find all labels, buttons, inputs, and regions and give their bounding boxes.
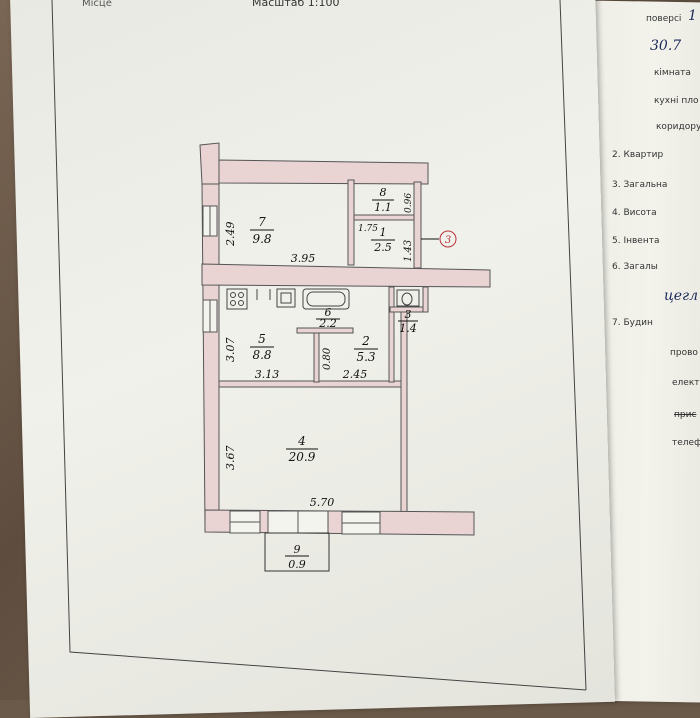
dim-313: 3.13 [255, 368, 280, 381]
room-4-area: 20.9 [288, 450, 316, 464]
wall-right-2 [388, 286, 395, 383]
right-hand-floor: 1 [688, 8, 697, 24]
right-text-provo: прово [670, 348, 698, 358]
bathtub-fixture [302, 288, 350, 310]
room-1-number: 1 [380, 226, 387, 239]
frame-border [51, 0, 587, 691]
right-text-prys: прис [674, 410, 697, 420]
wall-left-upper [199, 142, 220, 185]
stove-fixture [226, 288, 248, 310]
right-hand-area: 30.7 [650, 38, 682, 54]
wall-8-right [413, 181, 422, 269]
dim-367: 3.67 [224, 446, 237, 471]
right-item-4: 4. Висота [612, 208, 657, 218]
wall-under-6 [296, 327, 354, 334]
walls [199, 142, 491, 536]
frame-right-border [559, 0, 587, 691]
dim-175: 1.75 [358, 224, 378, 234]
room-1-area: 2.5 [373, 241, 392, 254]
room-7-number: 7 [258, 215, 266, 229]
right-text-kuhni: кухні пло [654, 96, 699, 106]
room-8-area: 1.1 [374, 201, 392, 214]
balcony-room-9 [264, 532, 330, 572]
wall-right-4 [400, 309, 408, 516]
right-item-7: 7. Будин [612, 318, 653, 328]
circled-mark [439, 230, 457, 248]
right-item-6: 6. Загалы [612, 262, 658, 272]
wall-middle-horizontal [201, 263, 491, 288]
right-text-tele: телеф [672, 438, 700, 448]
dim-245: 2.45 [342, 368, 368, 381]
room-8-number: 8 [380, 186, 387, 199]
right-item-3: 3. Загальна [612, 180, 668, 190]
right-text-poversi: поверсі [646, 14, 682, 24]
header-scale: Масштаб 1:100 [252, 0, 339, 9]
wall-top [217, 159, 429, 185]
dim-249: 2.49 [224, 222, 237, 248]
room-6-area: 2.2 [318, 317, 337, 330]
room-4-number: 4 [297, 434, 306, 448]
room-3-area: 1.4 [399, 322, 417, 335]
room-2-number: 2 [361, 334, 370, 348]
room-5-area: 8.8 [252, 348, 271, 362]
room-3-number: 3 [405, 308, 412, 321]
dim-570: 5.70 [310, 496, 335, 509]
dim-307: 3.07 [224, 338, 237, 363]
wall-3-right [422, 286, 429, 313]
wall-above-4 [218, 380, 405, 388]
sink-fixture [276, 288, 296, 308]
room-6-number: 6 [325, 306, 332, 319]
right-text-kimnata: кімната [654, 68, 691, 78]
dim-395: 3.95 [291, 252, 316, 265]
wall-7-8 [347, 179, 355, 266]
circled-mark-number: 3 [445, 235, 451, 246]
floor-plan-drawing: Місце Масштаб 1:100 [51, 0, 587, 691]
wall-5-2 [313, 329, 320, 383]
room-2-area: 5.3 [356, 350, 375, 364]
toilet-fixture [396, 289, 420, 307]
dim-080: 0.80 [322, 347, 333, 370]
right-text-korydoru: коридору [656, 122, 700, 132]
wall-8-1 [353, 214, 415, 221]
right-item-5: 5. Інвента [612, 236, 660, 246]
header-left-fragment: Місце [82, 0, 112, 9]
room-9-number: 9 [294, 543, 301, 556]
right-item-2: 2. Квартир [612, 150, 664, 160]
room-9-area: 0.9 [288, 558, 306, 571]
dim-096: 0.96 [404, 193, 414, 213]
right-hand-material: цегл [664, 288, 699, 304]
room-5-number: 5 [258, 332, 266, 346]
dim-143: 1.43 [403, 240, 414, 262]
right-text-elekt: елект [672, 378, 700, 388]
fixtures [226, 288, 420, 310]
windows [202, 205, 381, 535]
room-7-area: 9.8 [252, 232, 271, 246]
